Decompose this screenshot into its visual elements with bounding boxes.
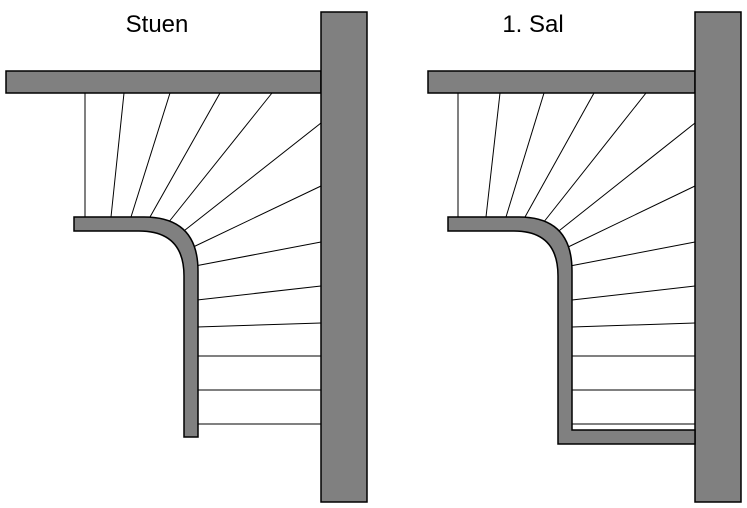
stair-tread-line	[179, 122, 322, 235]
wall-ground-floor	[320, 11, 368, 503]
stair-tread-line	[188, 185, 322, 250]
stair-tread-line	[110, 92, 125, 218]
stair-tread-line	[571, 285, 696, 301]
stair-tread-line	[167, 92, 273, 224]
handrail-first-floor	[447, 216, 696, 445]
plan-title-first-floor: 1. Sal	[502, 11, 563, 38]
stair-tread-line	[524, 92, 595, 218]
plan-ground-floor: Stuen	[5, 11, 368, 503]
handrail-ground-floor	[73, 216, 199, 438]
stair-tread-line	[563, 185, 696, 250]
stair-tread-line	[196, 322, 322, 328]
floor-slab-first-floor	[427, 70, 696, 94]
stair-tread-line	[505, 92, 545, 218]
stair-tread-line	[130, 92, 171, 218]
stair-tread-line	[542, 92, 647, 224]
stair-tread-line	[569, 241, 696, 267]
stair-tread-line	[485, 92, 501, 218]
tread-lines-ground-floor	[84, 92, 322, 425]
plan-first-floor: 1. Sal	[427, 11, 742, 503]
wall-first-floor	[694, 11, 742, 503]
stair-tread-line	[194, 241, 322, 267]
tread-lines-first-floor	[457, 92, 696, 425]
stair-tread-line	[554, 122, 696, 235]
stair-tread-line	[196, 285, 322, 301]
stair-tread-line	[571, 322, 696, 328]
plan-title-ground-floor: Stuen	[126, 11, 189, 38]
stair-tread-line	[149, 92, 221, 218]
floor-slab-ground-floor	[5, 70, 322, 94]
